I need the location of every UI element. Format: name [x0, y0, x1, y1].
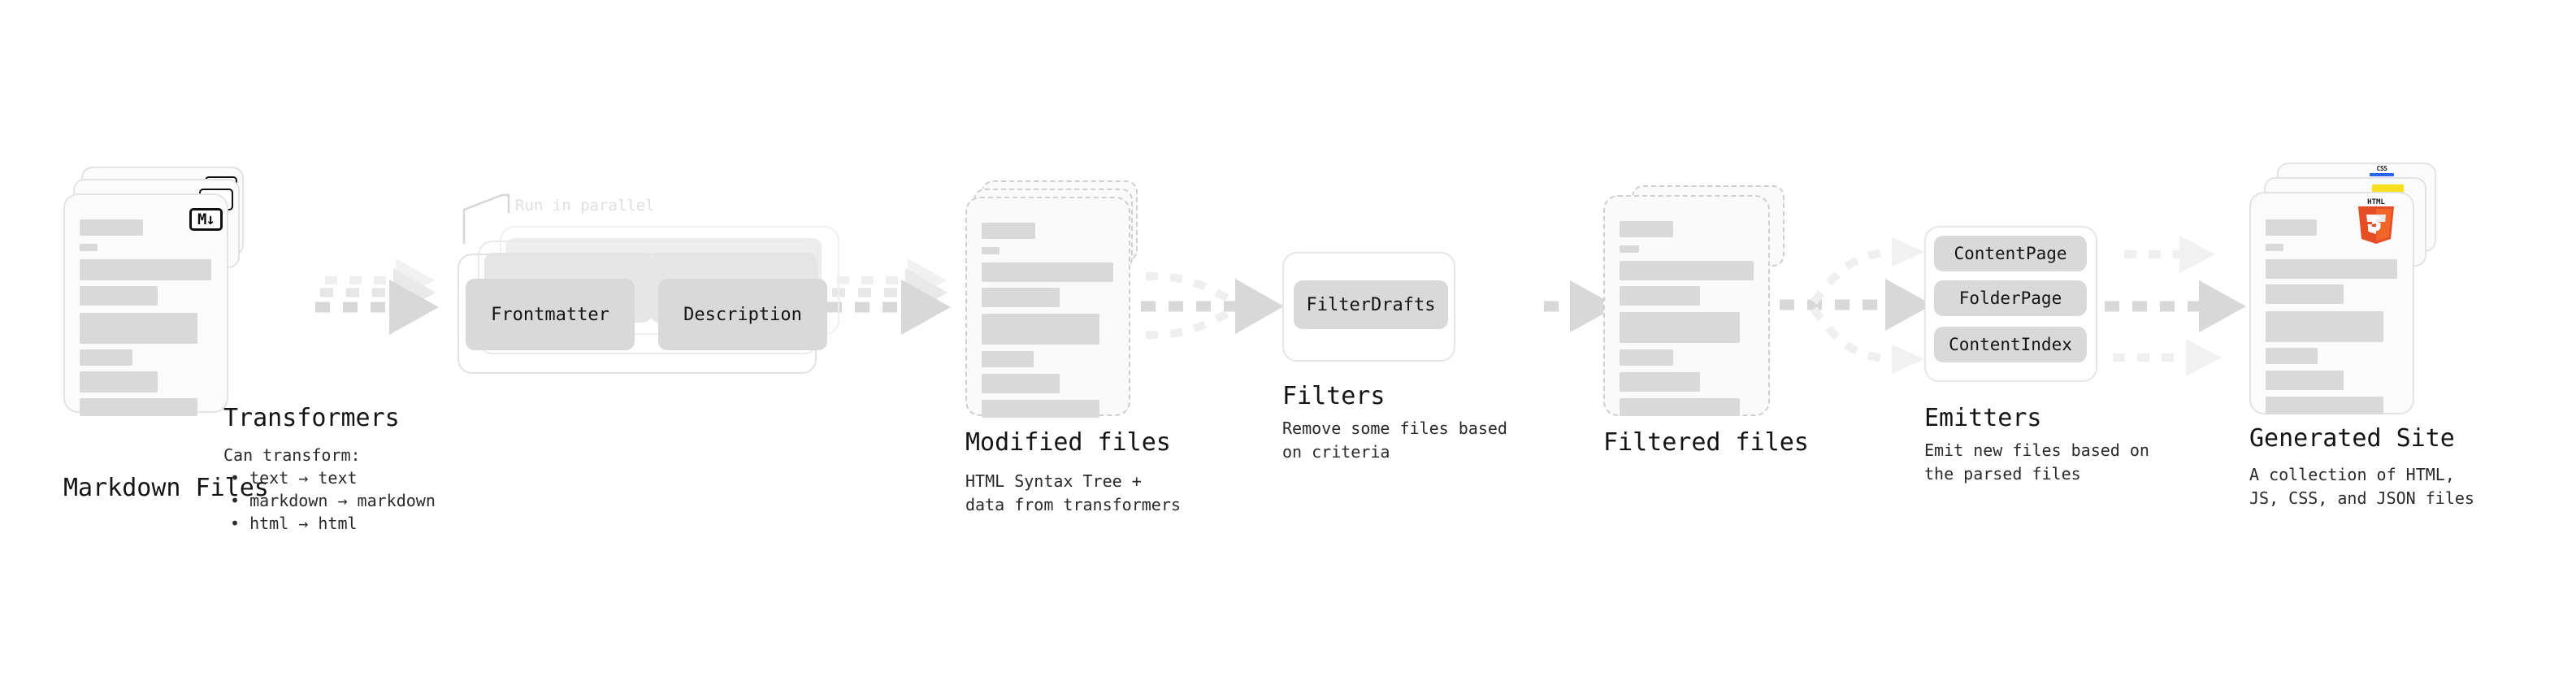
html5-icon-number: 5	[2370, 213, 2383, 236]
generated-site-subtitle: A collection of HTML, JS, CSS, and JSON …	[2249, 465, 2474, 508]
arrow-transformers-to-modified	[827, 258, 951, 335]
skeleton-bar	[982, 351, 1034, 367]
transformers-bullet-0: • text → text	[230, 468, 358, 488]
emitter-pill-contentpage[interactable]: ContentPage	[1934, 236, 2087, 271]
transformer-pill-description[interactable]: Description	[658, 279, 827, 350]
skeleton-bar	[982, 223, 1035, 239]
skeleton-bar	[2266, 259, 2397, 279]
transformer-pill-frontmatter[interactable]: Frontmatter	[466, 279, 635, 350]
stage-title-modified-files: Modified files	[965, 428, 1171, 457]
filtered-card-front	[1603, 195, 1770, 416]
skeleton-bar	[2266, 348, 2318, 364]
html5-icon-wordmark: HTML	[2367, 198, 2385, 206]
skeleton-bar	[80, 219, 143, 236]
skeleton-bar	[2266, 311, 2383, 342]
skeleton-bar	[1620, 286, 1700, 306]
stage-title-generated-site: Generated Site	[2249, 424, 2455, 453]
transformers-bullet-2: • html → html	[230, 514, 358, 533]
arrow-filtered-to-emitters	[1780, 237, 1932, 374]
transformers-subtitle-head: Can transform:	[223, 445, 361, 465]
skeleton-bar	[2266, 219, 2317, 236]
skeleton-bar	[80, 349, 132, 366]
filter-pill-filterdrafts[interactable]: FilterDrafts	[1294, 280, 1448, 329]
skeleton-bar	[80, 313, 197, 344]
stage-title-transformers: Transformers	[223, 404, 400, 432]
skeleton-bar	[1620, 261, 1754, 280]
html5-icon: HTML 5	[2355, 198, 2397, 245]
skeleton-bar	[80, 286, 158, 306]
emitter-pill-folderpage[interactable]: FolderPage	[1934, 280, 2087, 316]
stage-title-filtered-files: Filtered files	[1603, 428, 1809, 457]
skeleton-bar	[2266, 284, 2344, 304]
modified-files-subtitle: HTML Syntax Tree + data from transformer…	[965, 471, 1181, 514]
skeleton-bar	[80, 371, 158, 393]
site-card-front	[2249, 192, 2414, 414]
skeleton-bar	[80, 244, 98, 251]
skeleton-bar	[2266, 371, 2344, 390]
skeleton-bar	[1620, 221, 1673, 237]
stage-title-emitters: Emitters	[1924, 404, 2042, 432]
arrow-emitters-to-site	[2105, 236, 2246, 376]
modified-card-front	[965, 197, 1130, 418]
skeleton-bar	[982, 247, 1000, 254]
markdown-icon: M↓	[189, 208, 223, 231]
skeleton-bar	[80, 398, 197, 416]
skeleton-bar	[982, 400, 1099, 418]
emitters-subtitle: Emit new files based on the parsed files	[1924, 440, 2149, 484]
stage-title-markdown-files: Markdown Files	[63, 474, 269, 502]
skeleton-bar	[1620, 245, 1639, 253]
arrow-markdown-to-transformers	[315, 258, 439, 335]
skeleton-bar	[2266, 397, 2383, 414]
css3-icon-underline	[2370, 173, 2394, 176]
css3-icon-text: CSS	[2376, 165, 2387, 172]
skeleton-bar	[1620, 398, 1740, 416]
filters-subtitle: Remove some files based on criteria	[1282, 419, 1507, 462]
skeleton-bar	[982, 374, 1060, 393]
skeleton-bar	[982, 288, 1060, 307]
skeleton-bar	[1620, 372, 1700, 392]
stage-title-filters: Filters	[1282, 382, 1386, 410]
emitter-pill-contentindex[interactable]: ContentIndex	[1934, 327, 2087, 362]
transformers-bullet-1: • markdown → markdown	[230, 491, 436, 510]
arrow-modified-to-filters	[1141, 271, 1284, 340]
skeleton-bar	[80, 259, 211, 280]
skeleton-bar	[982, 262, 1113, 282]
skeleton-bar	[2266, 244, 2283, 251]
skeleton-bar	[982, 314, 1099, 345]
skeleton-bar	[1620, 349, 1673, 366]
run-in-parallel-label: Run in parallel	[515, 197, 655, 215]
skeleton-bar	[1620, 312, 1740, 343]
css3-icon: CSS	[2367, 165, 2396, 179]
